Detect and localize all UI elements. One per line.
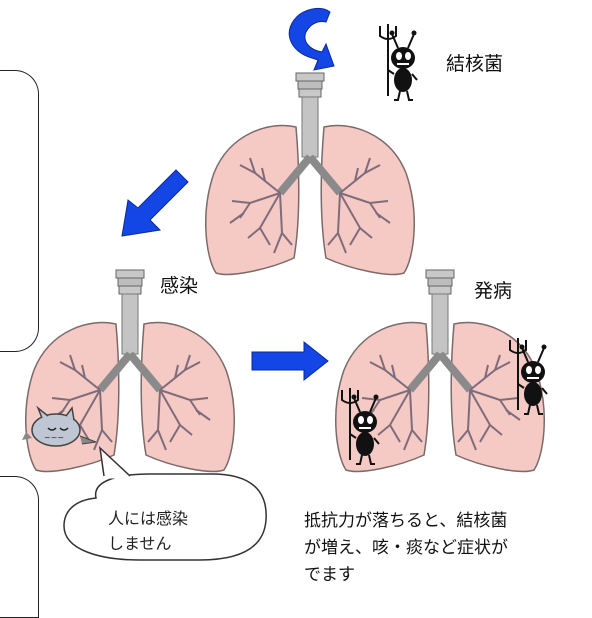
speech-bubble-text: 人には感染 しません [108,506,238,556]
curved-arrow-icon [289,8,334,70]
lungs-top [206,73,414,274]
arrow-down-left-icon [122,170,188,236]
speech-bubble-line2: しません [108,531,238,556]
svg-text:~~~: ~~~ [44,433,64,442]
onset-note-line1: 抵抗力が落ちると、結核菌 [304,508,584,535]
speech-bubble-line1: 人には感染 [108,506,238,531]
bacterium-top-icon [380,24,417,100]
label-disease-onset: 発病 [474,276,512,303]
onset-note-line2: が増え、咳・痰など症状が [304,535,584,562]
onset-note-line3: でます [304,562,584,589]
label-tuberculosis: 結核菌 [446,49,503,76]
onset-note: 抵抗力が落ちると、結核菌 が増え、咳・痰など症状が でます [304,508,584,589]
arrow-right-icon [252,342,328,380]
label-infection: 感染 [160,271,198,298]
